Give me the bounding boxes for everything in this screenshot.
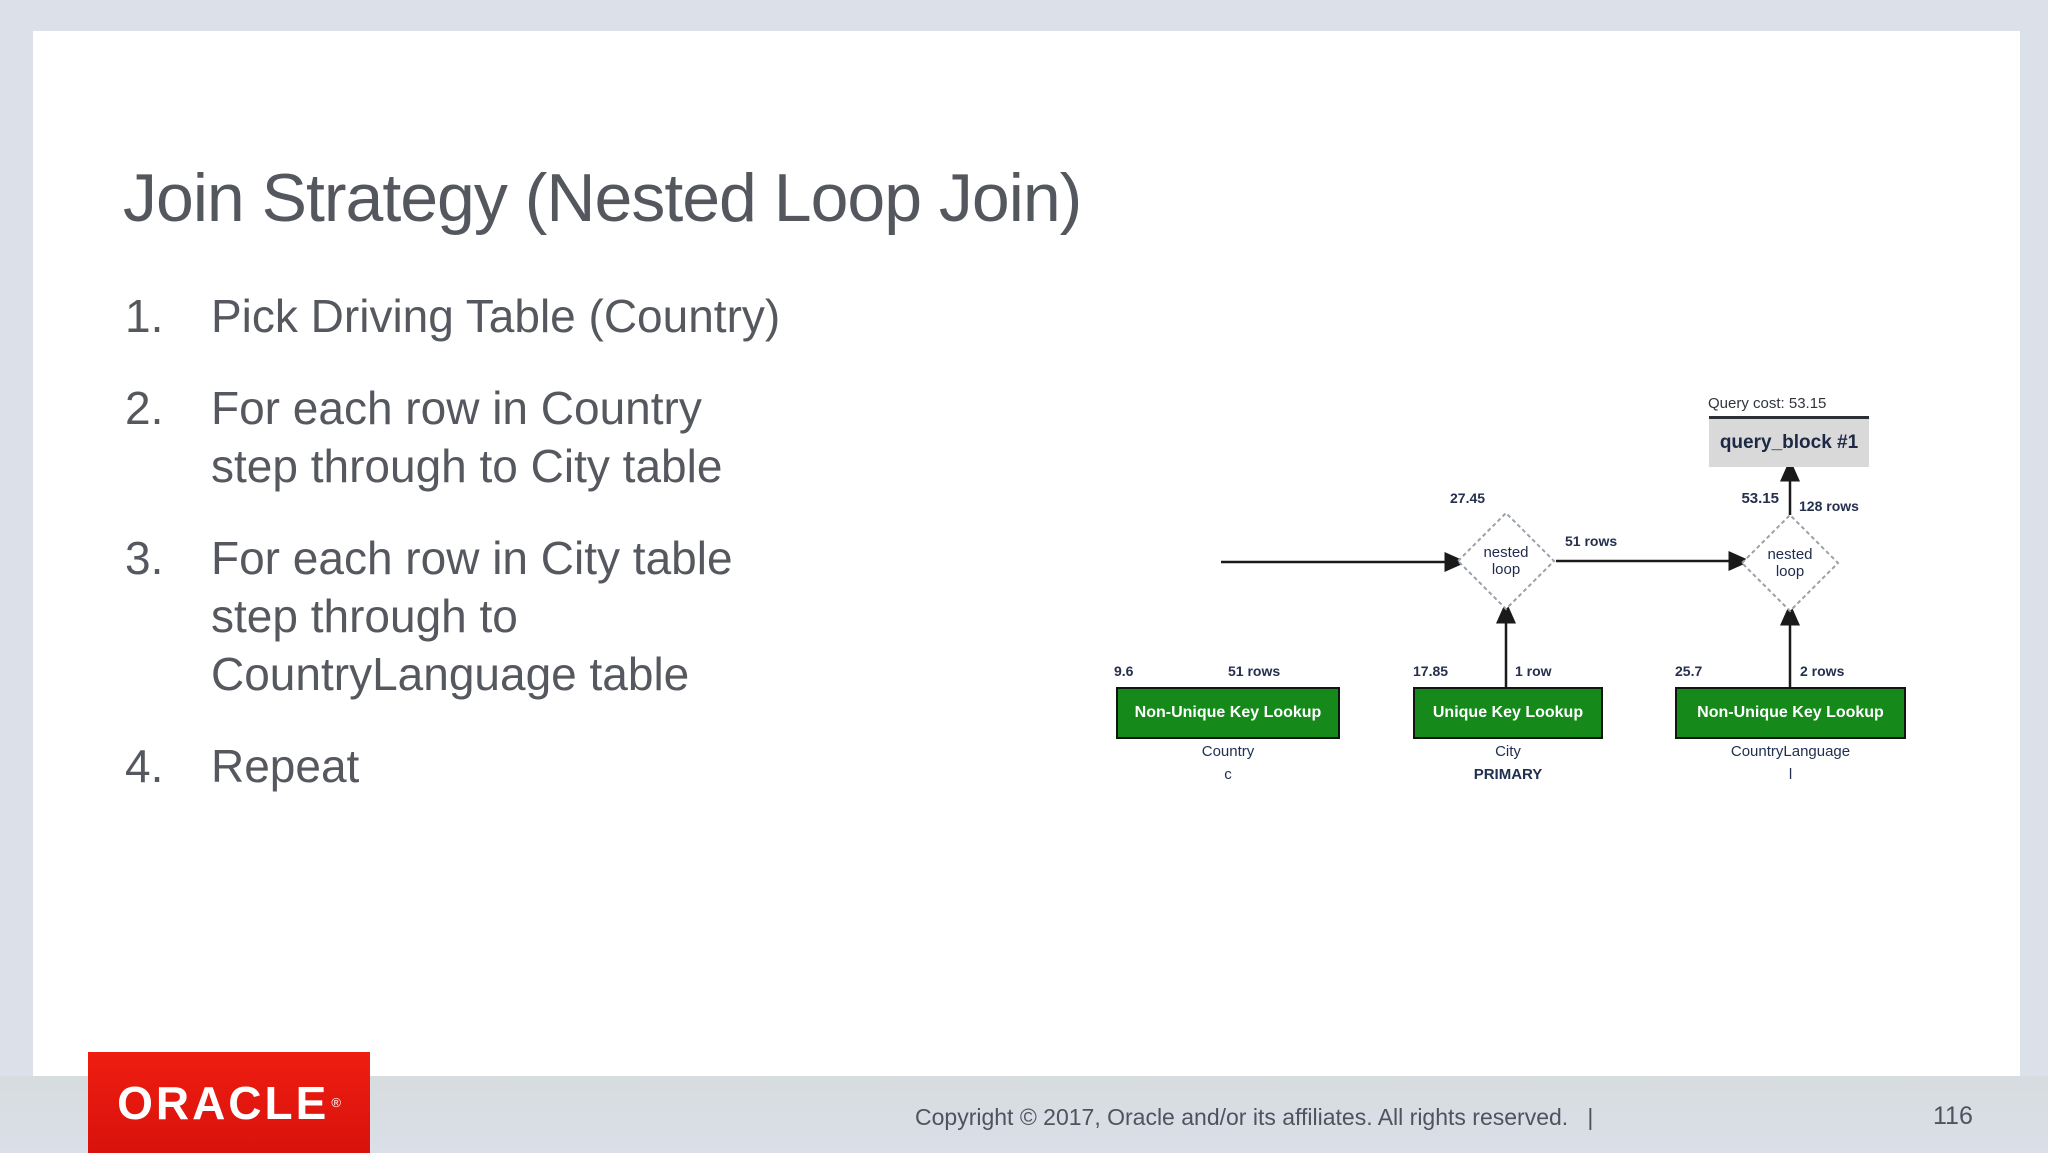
registered-mark: ® xyxy=(331,1095,341,1110)
city-table-label: City xyxy=(1495,743,1521,760)
copyright-text: Copyright © 2017, Oracle and/or its affi… xyxy=(915,1104,1594,1130)
page-number: 116 xyxy=(1933,1102,1973,1130)
query-block-topline xyxy=(1709,416,1869,419)
nested-loop-label-right: nested loop xyxy=(1767,546,1813,580)
query-cost-label: Query cost: 53.15 xyxy=(1708,395,1827,412)
list-item-number: 2. xyxy=(125,382,164,434)
list-item-text: For each row in City table step through … xyxy=(211,532,733,700)
numbered-list: 1. Pick Driving Table (Country) 2. For e… xyxy=(125,287,780,795)
city-key-label: PRIMARY xyxy=(1473,766,1543,783)
list-item-number: 1. xyxy=(125,290,164,342)
diagram-connectors xyxy=(1221,459,1840,687)
country-table-label: Country xyxy=(1201,743,1255,760)
city-rows-label: 1 row xyxy=(1515,663,1552,679)
country-lookup-box: Non-Unique Key Lookup xyxy=(1116,687,1340,739)
list-item: 4. Repeat xyxy=(125,737,780,795)
join-rows-label: 51 rows xyxy=(1565,533,1618,549)
list-item-text: Repeat xyxy=(211,740,360,792)
countrylanguage-key-label: l xyxy=(1788,766,1793,783)
list-item-number: 3. xyxy=(125,532,164,584)
left-diamond-cost-label: 27.45 xyxy=(1450,490,1486,506)
country-key-label: c xyxy=(1224,766,1232,783)
list-item: 2. For each row in Country step through … xyxy=(125,379,780,495)
oracle-logo: ORACLE® xyxy=(88,1052,370,1153)
country-cost-label: 9.6 xyxy=(1114,663,1134,679)
countrylanguage-rows-label: 2 rows xyxy=(1800,663,1845,679)
list-item: 3. For each row in City table step throu… xyxy=(125,529,780,703)
list-item-number: 4. xyxy=(125,740,164,792)
city-lookup-box: Unique Key Lookup xyxy=(1413,687,1603,739)
slide-canvas: Join Strategy (Nested Loop Join) 1. Pick… xyxy=(33,31,2020,1076)
nested-loop-diamond-right xyxy=(1740,513,1840,613)
countrylanguage-cost-label: 25.7 xyxy=(1675,663,1703,679)
country-rows-label: 51 rows xyxy=(1228,663,1281,679)
slide-title: Join Strategy (Nested Loop Join) xyxy=(123,160,1082,236)
list-item: 1. Pick Driving Table (Country) xyxy=(125,287,780,345)
query-block-node: query_block #1 xyxy=(1709,419,1869,467)
oracle-wordmark: ORACLE xyxy=(117,1076,330,1129)
nested-loop-diamond-left xyxy=(1456,511,1556,611)
nested-loop-label-left: nested loop xyxy=(1483,544,1529,578)
query-plan-diagram: Query cost: 53.15 query_block #1 53.15 1… xyxy=(1113,391,1923,791)
result-rows-label: 128 rows xyxy=(1799,498,1859,514)
list-item-text: For each row in Country step through to … xyxy=(211,382,723,492)
countrylanguage-lookup-box: Non-Unique Key Lookup xyxy=(1675,687,1906,739)
result-cost-label: 53.15 xyxy=(1741,490,1779,507)
countrylanguage-table-label: CountryLanguage xyxy=(1730,743,1851,760)
list-item-text: Pick Driving Table (Country) xyxy=(211,290,781,342)
city-cost-label: 17.85 xyxy=(1413,663,1449,679)
